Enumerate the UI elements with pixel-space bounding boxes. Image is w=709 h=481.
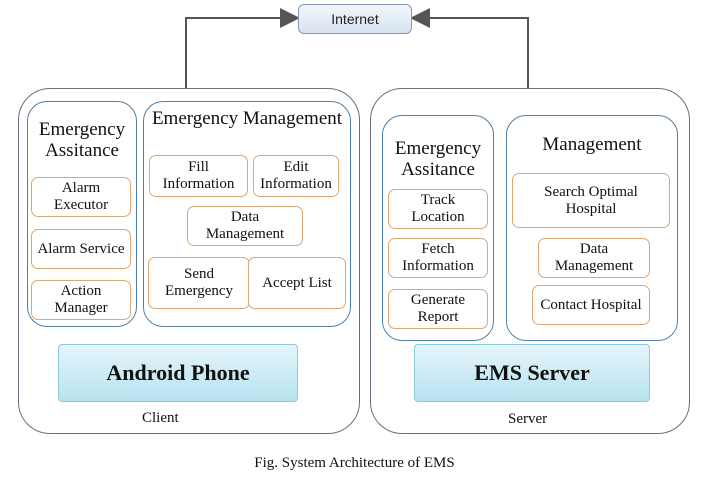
- internet-node: Internet: [298, 4, 412, 34]
- server-internet-arrow: [410, 8, 529, 88]
- track-location-module: Track Location: [388, 189, 488, 229]
- server-label: Server: [508, 411, 548, 427]
- edit-information-module: Edit Information: [253, 155, 339, 197]
- fill-information-module: Fill Information: [149, 155, 248, 197]
- search-optimal-hospital-module: Search Optimal Hospital: [512, 173, 670, 228]
- alarm-executor-module: Alarm Executor: [31, 177, 131, 217]
- contact-hospital-module: Contact Hospital: [532, 285, 650, 325]
- panel-title: Emergency Assitance: [38, 119, 126, 161]
- generate-report-module: Generate Report: [388, 289, 488, 329]
- send-emergency-module: Send Emergency: [148, 257, 250, 309]
- fetch-information-module: Fetch Information: [388, 238, 488, 278]
- data-management-module: Data Management: [187, 206, 303, 246]
- client-internet-arrow: [185, 8, 300, 88]
- action-manager-module: Action Manager: [31, 280, 131, 320]
- ems-server-device: EMS Server: [414, 344, 650, 402]
- panel-title: Emergency Assitance: [394, 138, 482, 180]
- panel-title: Management: [542, 134, 642, 155]
- alarm-service-module: Alarm Service: [31, 229, 131, 269]
- accept-list-module: Accept List: [248, 257, 346, 309]
- panel-title: Emergency Management: [151, 108, 343, 129]
- android-phone-device: Android Phone: [58, 344, 298, 402]
- figure-caption: Fig. System Architecture of EMS: [254, 455, 455, 471]
- data-management-module: Data Management: [538, 238, 650, 278]
- client-label: Client: [142, 410, 179, 426]
